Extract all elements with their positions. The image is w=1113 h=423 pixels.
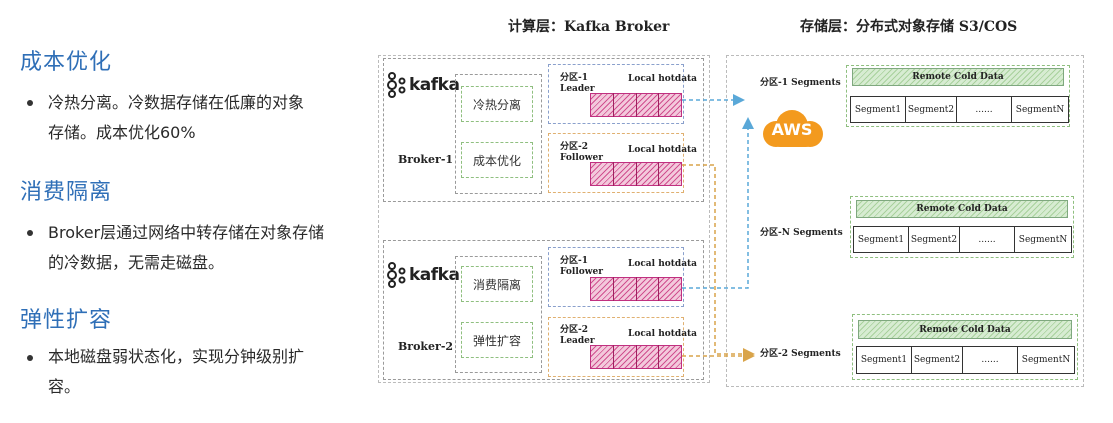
bullet-dot <box>27 355 33 361</box>
segment-cell: ...... <box>963 346 1018 374</box>
storage-layer-header: 存储层：分布式对象存储 S3/COS <box>800 19 1018 35</box>
function-hot-cold-separation: 冷热分离 <box>461 86 533 122</box>
partition-label: 分区-1 Follower <box>560 256 603 277</box>
arrow-b2p1-to-aws <box>682 117 754 289</box>
segment-cell: Segment2 <box>906 96 957 123</box>
local-hotdata-blocks <box>590 277 682 301</box>
bullet-cost: 冷热分离。冷数据存储在低廉的对象 存储。成本优化60% <box>48 88 388 148</box>
remote-cold-data-title: Remote Cold Data <box>856 200 1068 218</box>
aws-label: AWS <box>771 120 813 139</box>
broker-2-label: Broker-2 <box>398 340 454 353</box>
segment-cell: ...... <box>960 226 1015 253</box>
kafka-icon <box>387 262 406 288</box>
local-hotdata-blocks <box>590 93 682 117</box>
local-hotdata-label: Local hotdata <box>628 145 698 155</box>
bullet-elastic-line2: 容。 <box>48 377 81 396</box>
broker-2-functions-box <box>455 256 542 373</box>
segment-cell: Segment1 <box>856 346 912 374</box>
segment-cell: Segment2 <box>912 346 963 374</box>
segment-cell: SegmentN <box>1018 346 1075 374</box>
broker-1-label: Broker-1 <box>398 153 454 166</box>
compute-layer-region <box>378 55 710 383</box>
kafka-logo: kafka <box>386 262 460 288</box>
local-hotdata-label: Local hotdata <box>628 74 698 84</box>
local-hotdata-label: Local hotdata <box>628 259 698 269</box>
partition-label: 分区-2 Leader <box>560 325 595 346</box>
storage-layer-region <box>726 55 1084 387</box>
segment-row: Segment1 Segment2 ...... SegmentN <box>853 226 1072 253</box>
segment-cell: Segment2 <box>909 226 960 253</box>
segment-row: Segment1 Segment2 ...... SegmentN <box>856 346 1075 374</box>
segment-cell: Segment1 <box>850 96 906 123</box>
function-consumption-isolation: 消费隔离 <box>461 266 533 302</box>
local-hotdata-blocks <box>590 162 682 186</box>
remote-cold-data-title: Remote Cold Data <box>858 320 1072 339</box>
partition-label: 分区-2 Follower <box>560 142 603 163</box>
segment-cell: ...... <box>957 96 1012 123</box>
bullet-isolation-line2: 的冷数据，无需走磁盘。 <box>48 253 225 272</box>
remote-cold-data-title: Remote Cold Data <box>852 68 1064 86</box>
local-hotdata-blocks <box>590 345 682 369</box>
partition-label: 分区-1 Leader <box>560 73 595 94</box>
broker-1-functions-box <box>455 74 542 194</box>
function-elastic-scaling: 弹性扩容 <box>461 322 533 358</box>
remote-cold-data-box <box>852 314 1078 380</box>
remote-cold-data-box <box>846 65 1070 127</box>
function-cost-optimization: 成本优化 <box>461 142 533 178</box>
broker-1-box <box>383 58 704 202</box>
local-hotdata-label: Local hotdata <box>628 329 698 339</box>
segment-row: Segment1 Segment2 ...... SegmentN <box>850 96 1069 123</box>
broker-1-partition-1-box <box>548 64 684 124</box>
bullet-elastic-line1: 本地磁盘弱状态化，实现分钟级别扩 <box>48 347 305 366</box>
broker-2-partition-2-box <box>548 317 684 377</box>
arrow-b1p2-to-storage <box>682 164 755 360</box>
kafka-logo-text: kafka <box>409 265 460 285</box>
segment-cell: Segment1 <box>853 226 909 253</box>
broker-2-partition-1-box <box>548 247 684 307</box>
compute-layer-header: 计算层：Kafka Broker <box>508 19 670 35</box>
section-title-isolation: 消费隔离 <box>20 180 113 205</box>
kafka-logo-text: kafka <box>409 75 460 95</box>
bullet-cost-line2: 存储。成本优化60% <box>48 123 196 142</box>
section-title-elastic: 弹性扩容 <box>20 308 113 333</box>
bullet-isolation: Broker层通过网络中转存储在对象存储 的冷数据，无需走磁盘。 <box>48 218 388 278</box>
segment-cell: SegmentN <box>1015 226 1072 253</box>
segments-label: 分区-N Segments <box>760 228 843 238</box>
broker-1-partition-2-box <box>548 133 684 193</box>
bullet-isolation-line1: Broker层通过网络中转存储在对象存储 <box>48 223 325 242</box>
segment-cell: SegmentN <box>1012 96 1069 123</box>
section-title-cost: 成本优化 <box>20 50 113 75</box>
kafka-logo: kafka <box>386 72 460 98</box>
remote-cold-data-box <box>850 196 1074 258</box>
bullet-dot <box>27 230 33 236</box>
segments-label: 分区-2 Segments <box>760 349 841 359</box>
aws-cloud-icon: AWS <box>756 108 828 150</box>
segments-label: 分区-1 Segments <box>760 78 841 88</box>
bullet-dot <box>27 100 33 106</box>
broker-2-box <box>383 240 704 380</box>
kafka-icon <box>387 72 406 98</box>
bullet-elastic: 本地磁盘弱状态化，实现分钟级别扩 容。 <box>48 342 388 402</box>
bullet-cost-line1: 冷热分离。冷数据存储在低廉的对象 <box>48 93 305 112</box>
